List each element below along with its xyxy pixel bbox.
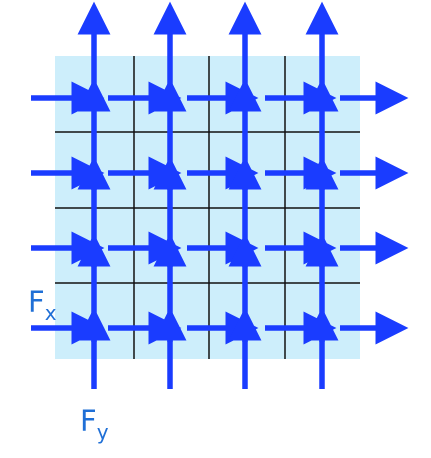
fy-label: Fy xyxy=(80,404,109,444)
horizontal-arrows xyxy=(31,81,409,345)
fy-label-subscript: y xyxy=(97,420,109,444)
fy-label-main: F xyxy=(80,404,97,438)
labels: Fx Fy xyxy=(28,285,109,444)
vertical-arrows xyxy=(77,1,339,389)
grid-lines xyxy=(55,56,360,359)
fx-label: Fx xyxy=(28,285,57,325)
fx-label-main: F xyxy=(28,285,45,319)
fx-label-subscript: x xyxy=(45,301,57,325)
